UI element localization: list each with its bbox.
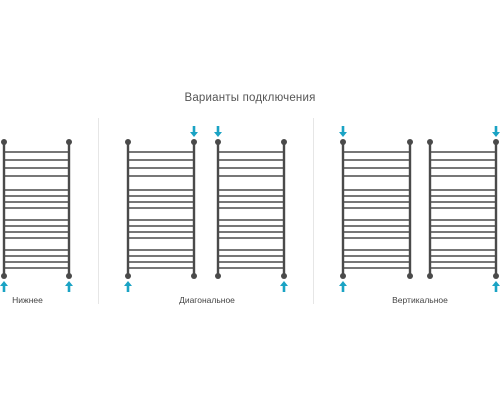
rail-cap bbox=[407, 139, 413, 145]
arrow-down-icon bbox=[494, 126, 498, 133]
section-divider bbox=[98, 118, 99, 304]
arrow-up-icon bbox=[65, 281, 73, 286]
rail-cap bbox=[493, 139, 499, 145]
rail-cap bbox=[340, 139, 346, 145]
arrow-up-icon bbox=[339, 281, 347, 286]
arrow-up-icon bbox=[280, 281, 288, 286]
arrow-down-icon bbox=[214, 132, 222, 137]
rail-cap bbox=[66, 273, 72, 279]
option-label-diagonal: Диагональное bbox=[179, 295, 235, 305]
rail-cap bbox=[215, 139, 221, 145]
rail-cap bbox=[427, 273, 433, 279]
arrow-up-icon bbox=[126, 285, 130, 292]
arrow-down-icon bbox=[216, 126, 220, 133]
arrow-up-icon bbox=[341, 285, 345, 292]
towel-rail-icon bbox=[340, 139, 413, 279]
arrow-up-icon bbox=[2, 285, 6, 292]
arrow-up-icon bbox=[0, 281, 8, 286]
rail-cap bbox=[281, 139, 287, 145]
rail-cap bbox=[66, 139, 72, 145]
towel-rail-icon bbox=[215, 139, 287, 279]
option-label-vertical: Вертикальное bbox=[392, 295, 448, 305]
rail-cap bbox=[407, 273, 413, 279]
section-divider bbox=[313, 118, 314, 304]
arrow-up-icon bbox=[282, 285, 286, 292]
rail-cap bbox=[1, 139, 7, 145]
rail-cap bbox=[215, 273, 221, 279]
rail-cap bbox=[191, 139, 197, 145]
arrow-up-icon bbox=[494, 285, 498, 292]
arrow-down-icon bbox=[339, 132, 347, 137]
rail-cap bbox=[340, 273, 346, 279]
towel-rail-icon bbox=[1, 139, 72, 279]
arrow-up-icon bbox=[67, 285, 71, 292]
arrow-down-icon bbox=[492, 132, 500, 137]
rail-cap bbox=[191, 273, 197, 279]
arrow-down-icon bbox=[341, 126, 345, 133]
option-label-bottom: Нижнее bbox=[12, 295, 43, 305]
arrow-up-icon bbox=[492, 281, 500, 286]
towel-rail-icon bbox=[125, 139, 197, 279]
rail-cap bbox=[493, 273, 499, 279]
rail-cap bbox=[1, 273, 7, 279]
rail-cap bbox=[125, 273, 131, 279]
arrow-down-icon bbox=[192, 126, 196, 133]
arrow-up-icon bbox=[124, 281, 132, 286]
rail-cap bbox=[427, 139, 433, 145]
towel-rail-icon bbox=[427, 139, 499, 279]
page-title: Варианты подключения bbox=[184, 92, 316, 104]
rail-cap bbox=[281, 273, 287, 279]
rail-cap bbox=[125, 139, 131, 145]
arrow-down-icon bbox=[190, 132, 198, 137]
